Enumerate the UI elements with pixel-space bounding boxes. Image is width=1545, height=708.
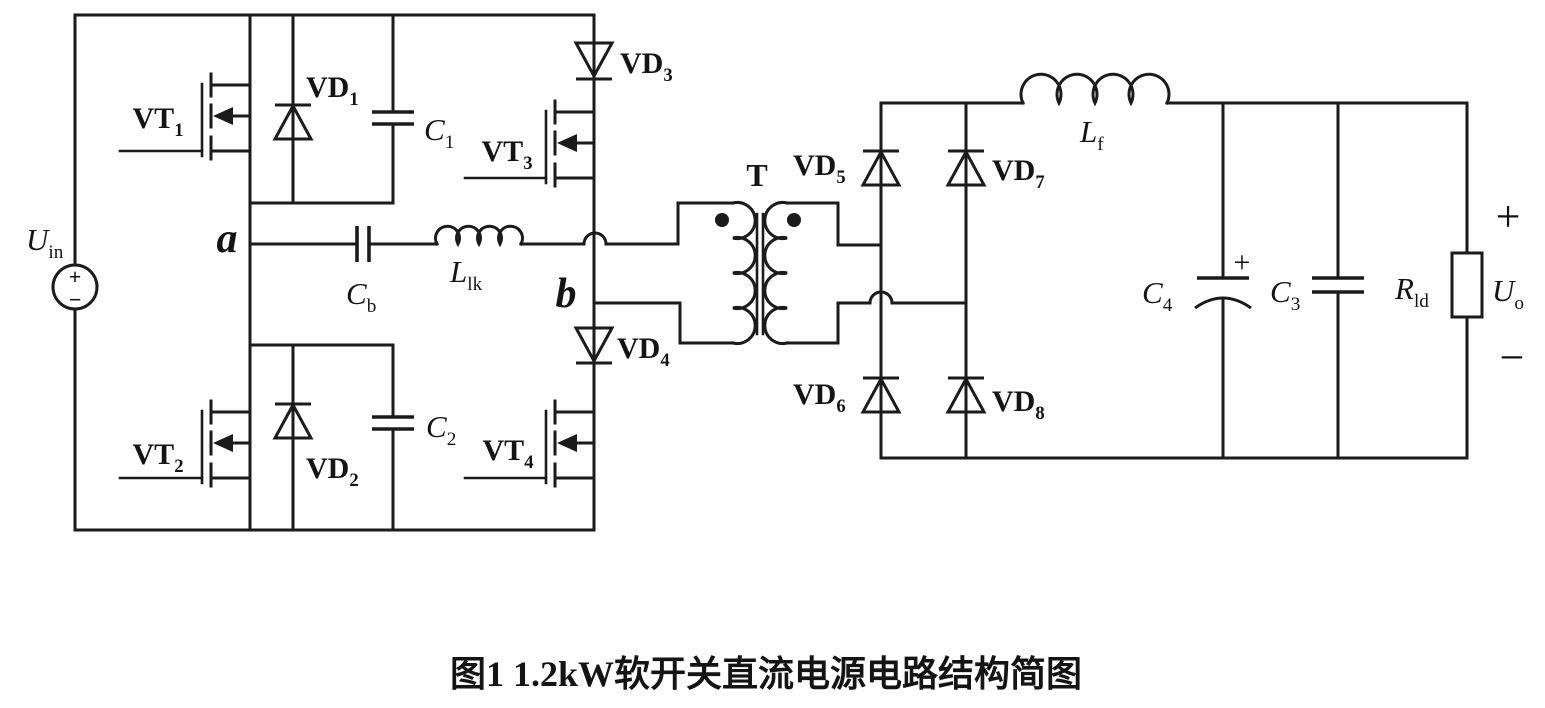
- vt3-label: VT3: [482, 135, 533, 174]
- vt3-arrow-icon: [557, 134, 577, 152]
- rld-resistor-body: [1450, 251, 1484, 319]
- vt4-arrow-icon: [557, 434, 577, 452]
- rld-label: Rld: [1394, 271, 1429, 312]
- input-source: + − Uin: [26, 13, 99, 532]
- vt1-label: VT1: [133, 102, 184, 141]
- c2-label: C2: [426, 409, 456, 450]
- vd1-triangle-icon: [272, 102, 314, 141]
- c1-label: C1: [424, 112, 454, 153]
- secondary-winding-coil: [763, 201, 789, 345]
- primary-winding-coil: [731, 201, 757, 345]
- vd4-diode: VD4: [573, 326, 670, 371]
- c3-label: C3: [1270, 274, 1300, 315]
- c2-capacitor: C2: [372, 343, 456, 532]
- transformer-label: T: [746, 157, 767, 193]
- node-b-label: b: [556, 271, 577, 317]
- transformer-core-bars: [755, 212, 765, 336]
- transformer: T: [676, 157, 883, 345]
- c4-label: C4: [1142, 275, 1173, 316]
- vd2-triangle-icon: [272, 401, 314, 440]
- rectifier-bridge: VD5 VD6 VD7 VD8: [793, 101, 1045, 460]
- output-plus-sign: +: [1496, 192, 1521, 241]
- vd3-diode: VD3: [573, 41, 673, 86]
- output-minus-sign: −: [1500, 333, 1525, 382]
- c4-polarity-plus: +: [1234, 246, 1251, 279]
- vd4-label: VD4: [617, 332, 670, 371]
- node-a-label: a: [217, 216, 238, 262]
- wire-hop-primary: [582, 231, 608, 246]
- vt4-mosfet: VT4: [463, 399, 596, 488]
- vd5-triangle-icon: [860, 148, 902, 187]
- lf-inductor-coil: [1019, 72, 1171, 107]
- vt2-mosfet: VT2: [118, 399, 252, 488]
- primary-top-lead: [676, 201, 735, 246]
- b-wire: [592, 301, 735, 345]
- primary-dot-icon: [715, 213, 729, 227]
- vd3-triangle-icon: [573, 41, 615, 80]
- lf-label: Lf: [1079, 114, 1104, 155]
- vt2-label: VT2: [133, 438, 184, 477]
- output-filter: Lf + C4 C3 Rld + Uo −: [879, 72, 1525, 460]
- vd5-label: VD5: [793, 149, 846, 188]
- wire-hop-secondary: [868, 290, 894, 305]
- vd2-label: VD2: [306, 452, 359, 491]
- vd8-triangle-icon: [945, 375, 987, 414]
- vd1-diode: VD1: [272, 13, 359, 205]
- vt2-arrow-icon: [213, 434, 233, 452]
- vd8-label: VD8: [992, 385, 1045, 424]
- vd6-label: VD6: [793, 378, 846, 417]
- voltage-source-symbol: [51, 263, 99, 311]
- c1-capacitor: C1: [372, 13, 454, 205]
- uin-label: Uin: [26, 222, 64, 263]
- vt1-mosfet: VT1: [118, 72, 252, 161]
- vd1-label: VD1: [306, 71, 359, 110]
- c1-plates: [372, 110, 414, 126]
- c2-plates: [372, 415, 414, 431]
- secondary-dot-icon: [787, 213, 801, 227]
- ab-link: a b Cb Llk: [217, 216, 735, 345]
- vd2-diode: VD2: [272, 343, 359, 532]
- vt4-label: VT4: [483, 434, 534, 473]
- llk-inductor-coil: [434, 224, 524, 248]
- cb-plates: [355, 226, 371, 262]
- source-minus-sign: −: [69, 287, 82, 312]
- llk-label: Llk: [449, 254, 483, 295]
- vd3-label: VD3: [620, 47, 673, 86]
- secondary-bottom-lead: [785, 301, 872, 345]
- secondary-top-lead: [785, 201, 883, 247]
- vd7-triangle-icon: [945, 148, 987, 187]
- c3-plates: [1312, 276, 1364, 294]
- source-plus-sign: +: [69, 264, 82, 289]
- vd6-triangle-icon: [860, 375, 902, 414]
- vd4-triangle-icon: [573, 326, 615, 365]
- vd7-label: VD7: [992, 154, 1045, 193]
- vt1-arrow-icon: [213, 107, 233, 125]
- vt3-mosfet: VT3: [463, 99, 596, 188]
- cb-label: Cb: [346, 276, 376, 317]
- figure-caption: 图1 1.2kW软开关直流电源电路结构简图: [450, 654, 1082, 694]
- uo-label: Uo: [1492, 273, 1524, 314]
